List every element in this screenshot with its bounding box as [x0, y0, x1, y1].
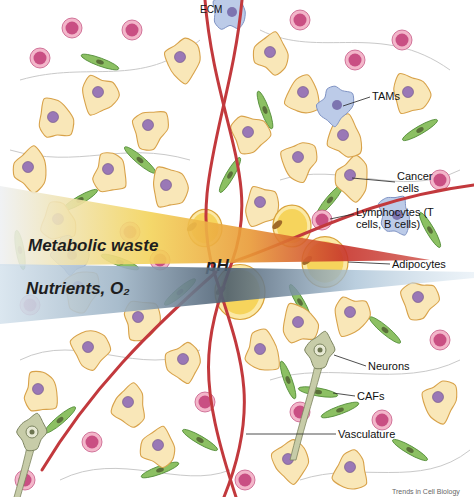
lymphocyte	[235, 470, 255, 490]
cancer-cell	[231, 116, 271, 154]
cancer-cell	[332, 450, 367, 489]
caf-cell	[181, 427, 220, 454]
part-label: TAMs	[372, 90, 432, 102]
leader-line	[246, 434, 336, 435]
cancer-cell	[335, 297, 370, 337]
lymphocyte	[430, 330, 450, 350]
cancer-cell	[154, 167, 189, 207]
cancer-cell	[132, 112, 168, 151]
cancer-cell	[140, 426, 174, 467]
neuron	[290, 331, 335, 460]
caf-cell	[277, 360, 298, 400]
cancer-cell	[401, 283, 440, 320]
cancer-cell	[245, 329, 279, 370]
ecm-fibre	[300, 450, 470, 480]
ecm-fibre	[270, 360, 460, 380]
neuron	[2, 413, 47, 497]
leader-line	[333, 393, 355, 396]
tam-cell	[316, 86, 353, 127]
lymphocyte	[392, 30, 412, 50]
cancer-cell	[253, 32, 288, 75]
part-label: Adipocytes	[392, 258, 462, 270]
lymphocyte	[30, 48, 50, 68]
caf-cell	[401, 117, 440, 144]
lymphocyte	[372, 410, 392, 430]
lymphocyte	[122, 20, 142, 40]
part-label: CAFs	[357, 390, 407, 402]
cancer-cell	[422, 381, 457, 424]
tam-nucleus	[227, 7, 237, 17]
band-label: Metabolic waste	[28, 236, 158, 256]
lymphocyte	[290, 10, 310, 30]
lymphocyte	[62, 18, 82, 38]
part-label: Vasculature	[338, 428, 418, 440]
cancer-cell	[111, 383, 144, 428]
leader-line	[334, 355, 366, 366]
cancer-cell	[271, 440, 308, 485]
cancer-cell	[70, 331, 110, 370]
part-label: Cancer cells	[397, 170, 441, 194]
leader-line	[352, 178, 395, 182]
cancer-cell	[93, 153, 126, 192]
leader-line	[348, 262, 390, 264]
cancer-cell	[39, 98, 74, 137]
cancer-cell	[281, 143, 317, 183]
caf-cell	[391, 437, 430, 464]
band-fill	[0, 264, 474, 324]
part-label: Lymphocytes (T cells, B cells)	[356, 206, 454, 230]
ecm-fibre	[260, 30, 450, 70]
cancer-cell	[13, 146, 46, 193]
cancer-cell	[24, 371, 57, 411]
leader-line	[343, 97, 370, 106]
watermark: Trends in Cell Biology	[392, 486, 474, 497]
band-label: Nutrients, O₂	[26, 279, 130, 299]
cancer-cell	[164, 38, 200, 84]
caf-cell	[320, 399, 360, 420]
lymphocyte	[345, 50, 365, 70]
part-label: Neurons	[368, 360, 438, 372]
part-label: ECM	[200, 4, 240, 16]
caf-cell	[80, 51, 120, 72]
cancer-cell	[283, 303, 318, 343]
lymphocyte	[82, 432, 102, 452]
cancer-cell	[83, 75, 120, 115]
cancer-cell	[284, 75, 319, 113]
caf-cell	[298, 385, 339, 400]
caf-cell	[367, 314, 403, 346]
leader-line	[330, 214, 354, 219]
cancer-cell	[165, 342, 200, 383]
lymphocyte	[430, 170, 450, 190]
tam-nucleus	[332, 100, 342, 110]
